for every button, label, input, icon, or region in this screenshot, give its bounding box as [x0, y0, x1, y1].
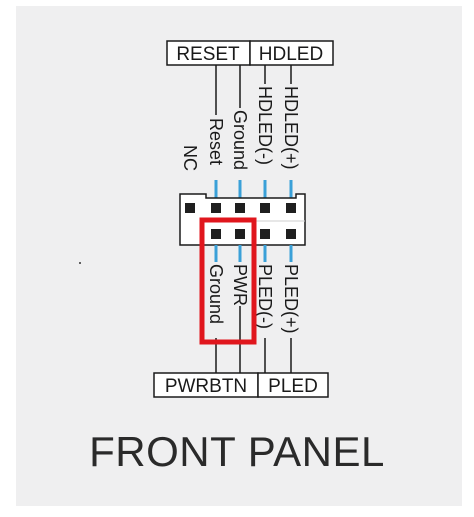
pin-hdled-neg — [260, 203, 270, 213]
highlight-box — [199, 217, 257, 345]
bottom-leads — [214, 245, 293, 262]
pin-reset — [211, 203, 221, 213]
bottom-group-pled: PLED — [257, 372, 329, 398]
top-group-reset: RESET — [166, 40, 251, 66]
reset-group-label: RESET — [176, 44, 240, 65]
top-pin-row — [185, 203, 296, 213]
pin-label-nc: NC — [180, 145, 200, 171]
bottom-wires — [215, 306, 292, 373]
pin-ground-bottom — [211, 229, 221, 239]
hdled-group-label: HDLED — [259, 44, 323, 65]
diagram-title: FRONT PANEL — [89, 428, 385, 475]
stray-dot — [79, 262, 81, 264]
pin-label-ground-bottom: Ground — [206, 264, 226, 324]
pin-label-pled-neg: PLED(-) — [255, 264, 275, 329]
top-leads — [214, 180, 293, 198]
top-wires — [215, 65, 292, 115]
pled-group-label: PLED — [268, 376, 318, 397]
pin-pled-neg — [260, 229, 270, 239]
pin-hdled-pos — [286, 203, 296, 213]
pin-nc — [185, 203, 195, 213]
pin-label-hdled-neg: HDLED(-) — [255, 86, 275, 165]
pin-label-pwr: PWR — [230, 264, 250, 306]
pin-ground-top — [235, 203, 245, 213]
pin-label-hdled-pos: HDLED(+) — [281, 86, 301, 170]
pin-label-reset: Reset — [206, 118, 226, 165]
pin-pwr — [235, 229, 245, 239]
pin-label-pled-pos: PLED(+) — [281, 264, 301, 334]
pwrbtn-group-label: PWRBTN — [165, 376, 247, 397]
pin-label-ground-top: Ground — [230, 110, 250, 170]
bottom-pin-row — [211, 229, 296, 239]
top-group-hdled: HDLED — [249, 40, 334, 66]
bottom-group-pwrbtn: PWRBTN — [153, 372, 259, 398]
pin-pled-pos — [286, 229, 296, 239]
